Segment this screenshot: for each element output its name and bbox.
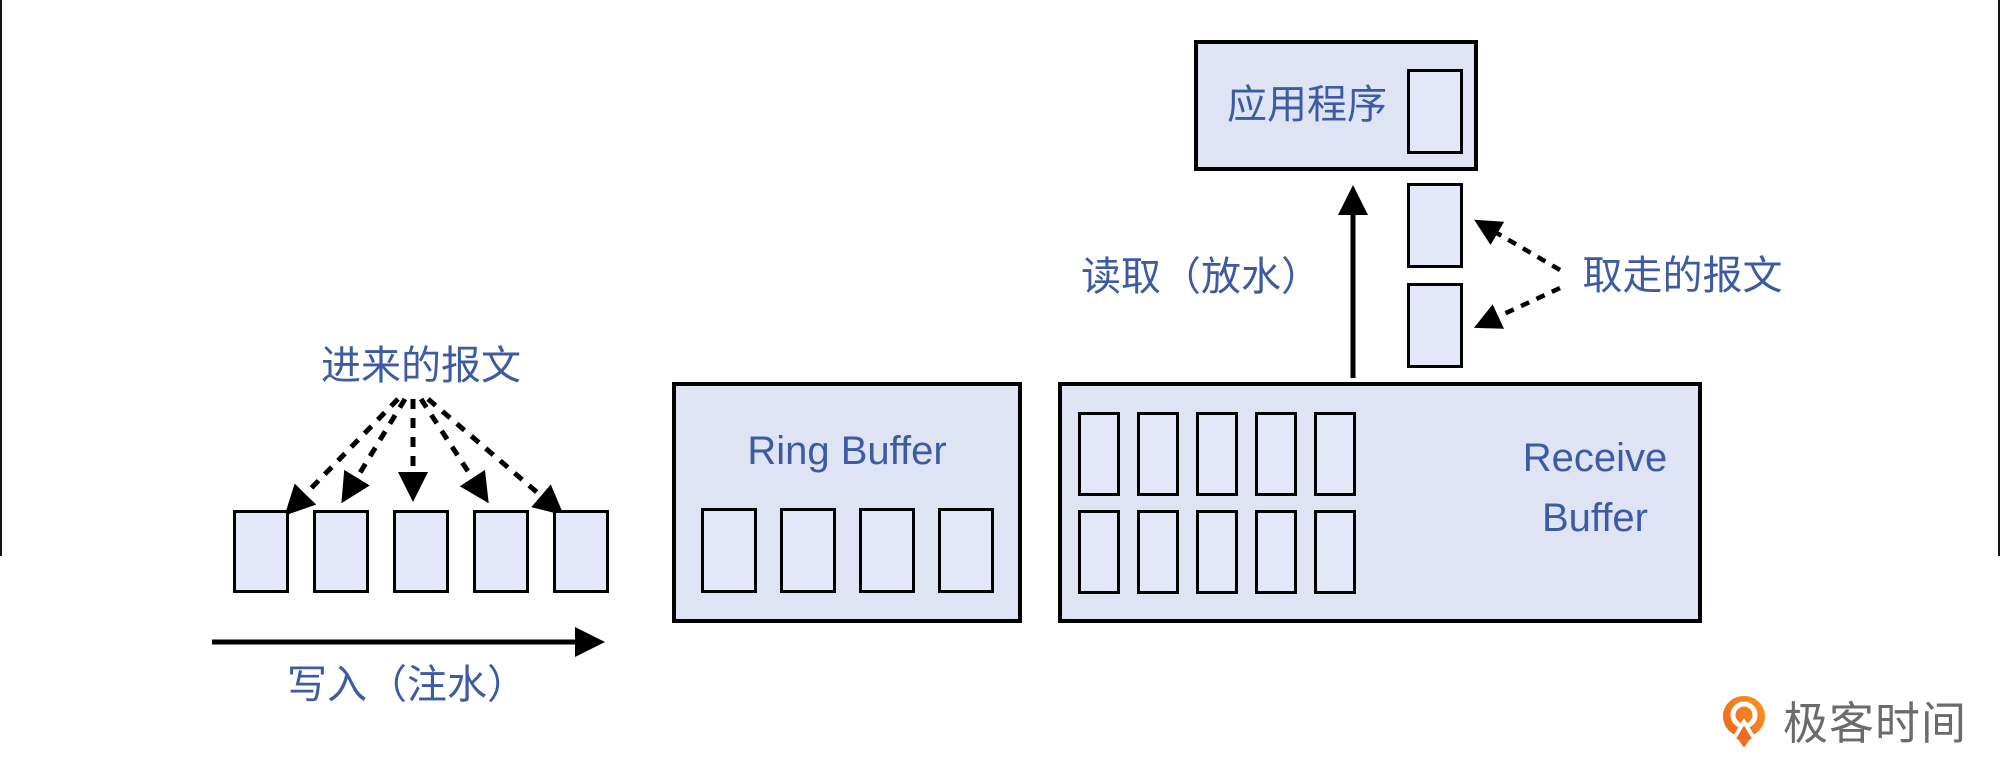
- incoming-arrow-2: [341, 397, 408, 504]
- incoming-packet-slots: [233, 510, 609, 593]
- receive-buffer-slots-row2: [1078, 510, 1356, 594]
- receive-slot: [1196, 510, 1238, 594]
- receive-buffer-slots-row1: [1078, 412, 1356, 496]
- taken-arrow-2: [1473, 285, 1561, 329]
- geektime-logo: 极客时间: [1722, 694, 1967, 752]
- incoming-arrow-1: [284, 397, 400, 516]
- receive-slot: [1078, 510, 1120, 594]
- incoming-arrow-5: [426, 397, 564, 516]
- incoming-packet-arrows: [284, 397, 564, 516]
- application-packet-slot: [1407, 69, 1463, 154]
- taken-packets-label: 取走的报文: [1582, 254, 1783, 298]
- receive-buffer-title: Receive Buffer: [1480, 428, 1710, 548]
- right-edge-rule: [1998, 0, 2000, 556]
- ring-slot: [780, 508, 836, 593]
- application-label: 应用程序: [1227, 83, 1387, 127]
- read-flow-label: 读取（放水）: [1081, 255, 1321, 299]
- packet-slot: [473, 510, 529, 593]
- taken-packet-slot: [1407, 283, 1463, 368]
- ring-slot: [859, 508, 915, 593]
- receive-slot: [1196, 412, 1238, 496]
- ring-buffer-title: Ring Buffer: [747, 429, 947, 473]
- incoming-packets-label: 进来的报文: [321, 344, 521, 388]
- receive-buffer-title-line1: Receive: [1522, 436, 1668, 480]
- packet-slot: [393, 510, 449, 593]
- receive-slot: [1078, 412, 1120, 496]
- geektime-logo-text: 极客时间: [1783, 697, 1968, 749]
- packet-slot: [313, 510, 369, 593]
- write-flow-label: 写入（注水）: [287, 663, 527, 707]
- ring-slot: [938, 508, 994, 593]
- geektime-logo-icon: [1723, 696, 1765, 748]
- packet-slot: [233, 510, 289, 593]
- receive-slot: [1255, 412, 1297, 496]
- ring-slot: [701, 508, 757, 593]
- taken-packet-slot: [1407, 183, 1463, 268]
- receive-slot: [1255, 510, 1297, 594]
- receive-slot: [1137, 412, 1179, 496]
- incoming-arrow-4: [418, 397, 489, 504]
- receive-slot: [1314, 412, 1356, 496]
- receive-buffer-title-line2: Buffer: [1542, 496, 1648, 540]
- receive-slot: [1314, 510, 1356, 594]
- taken-arrow-1: [1474, 219, 1562, 272]
- ring-buffer-slots: [701, 508, 994, 593]
- receive-slot: [1137, 510, 1179, 594]
- packet-slot: [553, 510, 609, 593]
- left-edge-rule: [0, 0, 2, 556]
- taken-packet-arrows: [1473, 219, 1562, 329]
